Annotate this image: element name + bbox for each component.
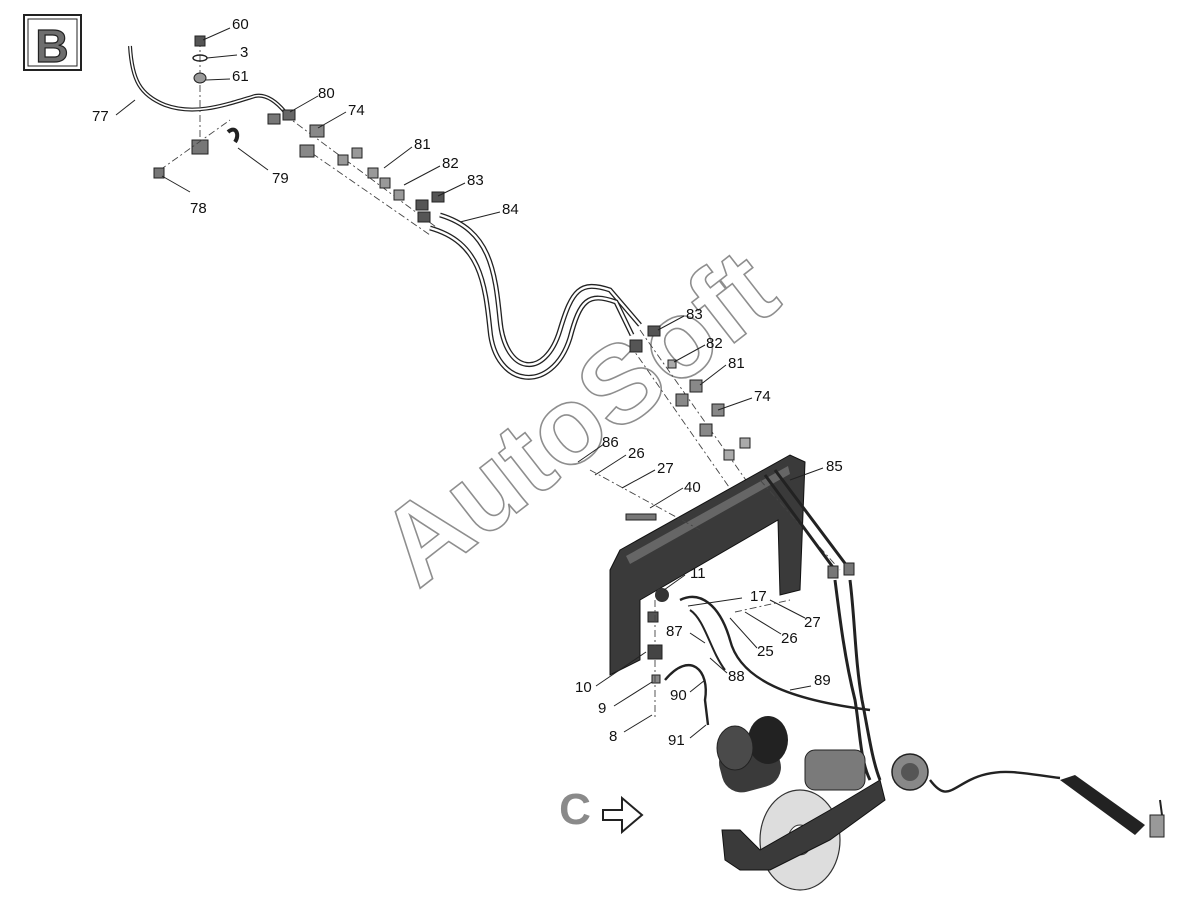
callout-26-lower: 26 bbox=[781, 630, 798, 647]
next-section-marker: C bbox=[559, 785, 644, 835]
callout-80: 80 bbox=[318, 85, 335, 102]
callout-83-upper: 83 bbox=[467, 172, 484, 189]
callout-74-upper: 74 bbox=[348, 102, 365, 119]
callout-61: 61 bbox=[232, 68, 249, 85]
upper-pipe-assembly bbox=[128, 35, 445, 236]
next-section-letter: C bbox=[559, 785, 591, 834]
callout-81-upper: 81 bbox=[414, 136, 431, 153]
section-badge: B bbox=[23, 14, 82, 73]
callout-90: 90 bbox=[670, 687, 687, 704]
callout-27-upper: 27 bbox=[657, 460, 674, 477]
callout-27-lower: 27 bbox=[804, 614, 821, 631]
callout-82-upper: 82 bbox=[442, 155, 459, 172]
callout-8: 8 bbox=[609, 728, 617, 745]
callout-25: 25 bbox=[757, 643, 774, 660]
callout-85: 85 bbox=[826, 458, 843, 475]
callout-78: 78 bbox=[190, 200, 207, 217]
mounting-bracket bbox=[589, 454, 855, 676]
callout-83-lower: 83 bbox=[686, 306, 703, 323]
callout-89: 89 bbox=[814, 672, 831, 689]
callout-77: 77 bbox=[92, 108, 109, 125]
callout-88: 88 bbox=[728, 668, 745, 685]
brake-assembly bbox=[716, 716, 1165, 891]
callout-labels: 60 3 61 77 80 74 79 78 81 82 83 84 83 82… bbox=[92, 16, 843, 749]
callout-40: 40 bbox=[684, 479, 701, 496]
callout-17: 17 bbox=[750, 588, 767, 605]
watermark-text: AutoSoft bbox=[357, 226, 799, 609]
callout-9: 9 bbox=[598, 700, 606, 717]
callout-86: 86 bbox=[602, 434, 619, 451]
callout-91: 91 bbox=[668, 732, 685, 749]
callout-leaders bbox=[115, 27, 824, 739]
callout-84: 84 bbox=[502, 201, 519, 218]
callout-79: 79 bbox=[272, 170, 289, 187]
callout-26-upper: 26 bbox=[628, 445, 645, 462]
callout-87: 87 bbox=[666, 623, 683, 640]
right-arrow-outline-icon bbox=[602, 795, 644, 835]
callout-82-lower: 82 bbox=[706, 335, 723, 352]
lower-hoses bbox=[647, 579, 1061, 793]
mid-fittings bbox=[629, 325, 761, 511]
callout-81-lower: 81 bbox=[728, 355, 745, 372]
callout-74-lower: 74 bbox=[754, 388, 771, 405]
callout-60: 60 bbox=[232, 16, 249, 33]
callout-10: 10 bbox=[575, 679, 592, 696]
callout-3: 3 bbox=[240, 44, 248, 61]
section-badge-letter: B bbox=[35, 20, 68, 72]
callout-11: 11 bbox=[690, 565, 706, 582]
double-brake-pipe bbox=[429, 212, 642, 380]
